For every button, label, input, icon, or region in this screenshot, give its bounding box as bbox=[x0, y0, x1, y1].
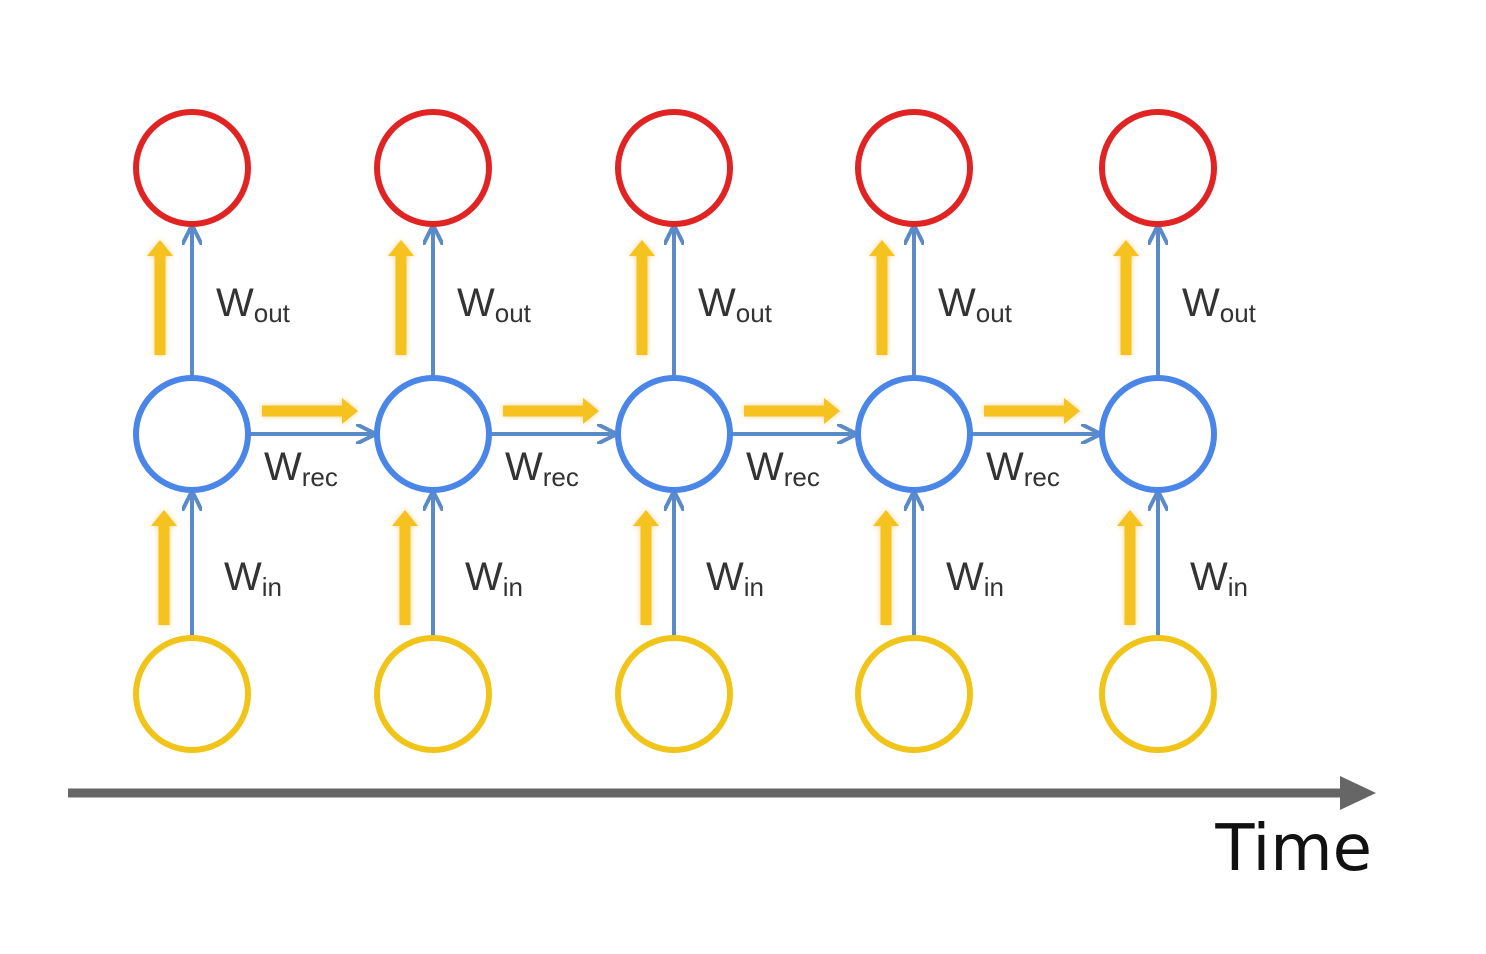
gradient-arrow-out-4 bbox=[869, 240, 895, 355]
gradient-arrow-in-5 bbox=[1117, 510, 1143, 625]
gradient-arrow-out-1 bbox=[147, 240, 173, 355]
w-in-label-2: Win bbox=[465, 555, 523, 602]
gradient-arrow-in-2 bbox=[392, 510, 418, 625]
input-node-2 bbox=[374, 635, 492, 753]
gradient-arrow-in-1 bbox=[151, 510, 177, 625]
output-node-5 bbox=[1099, 109, 1217, 227]
w-out-label-4: Wout bbox=[938, 281, 1013, 328]
hidden-node-1 bbox=[133, 375, 251, 493]
w-rec-label-1: Wrec bbox=[264, 445, 338, 492]
gradient-arrow-in-4 bbox=[873, 510, 899, 625]
network-nodes bbox=[133, 109, 1217, 753]
w-in-label-4: Win bbox=[946, 555, 1004, 602]
gradient-arrow-out-5 bbox=[1113, 240, 1139, 355]
time-label: Time bbox=[1214, 812, 1372, 886]
output-node-2 bbox=[374, 109, 492, 227]
input-node-5 bbox=[1099, 635, 1217, 753]
hidden-node-2 bbox=[374, 375, 492, 493]
output-node-1 bbox=[133, 109, 251, 227]
w-in-label-1: Win bbox=[224, 555, 282, 602]
hidden-node-3 bbox=[615, 375, 733, 493]
w-rec-label-3: Wrec bbox=[746, 445, 820, 492]
w-in-label-3: Win bbox=[706, 555, 764, 602]
w-out-label-2: Wout bbox=[457, 281, 532, 328]
input-node-4 bbox=[855, 635, 973, 753]
w-out-label-3: Wout bbox=[698, 281, 773, 328]
input-node-1 bbox=[133, 635, 251, 753]
output-node-3 bbox=[615, 109, 733, 227]
weight-connections bbox=[192, 227, 1158, 638]
time-axis-arrowhead bbox=[1340, 776, 1376, 810]
w-in-label-5: Win bbox=[1190, 555, 1248, 602]
gradient-arrow-rec-2 bbox=[503, 398, 599, 424]
gradient-arrow-rec-4 bbox=[984, 398, 1080, 424]
gradient-arrow-out-2 bbox=[388, 240, 414, 355]
w-out-label-5: Wout bbox=[1182, 281, 1257, 328]
gradient-arrow-out-3 bbox=[629, 240, 655, 355]
input-node-3 bbox=[615, 635, 733, 753]
gradient-arrow-rec-3 bbox=[744, 398, 840, 424]
gradient-arrow-in-3 bbox=[633, 510, 659, 625]
w-rec-label-2: Wrec bbox=[505, 445, 579, 492]
gradient-arrow-rec-1 bbox=[262, 398, 358, 424]
gradient-flow-arrows bbox=[147, 240, 1143, 625]
w-rec-label-4: Wrec bbox=[986, 445, 1060, 492]
hidden-node-4 bbox=[855, 375, 973, 493]
w-out-label-1: Wout bbox=[216, 281, 291, 328]
time-axis: Time bbox=[68, 776, 1376, 886]
output-node-4 bbox=[855, 109, 973, 227]
hidden-node-5 bbox=[1099, 375, 1217, 493]
